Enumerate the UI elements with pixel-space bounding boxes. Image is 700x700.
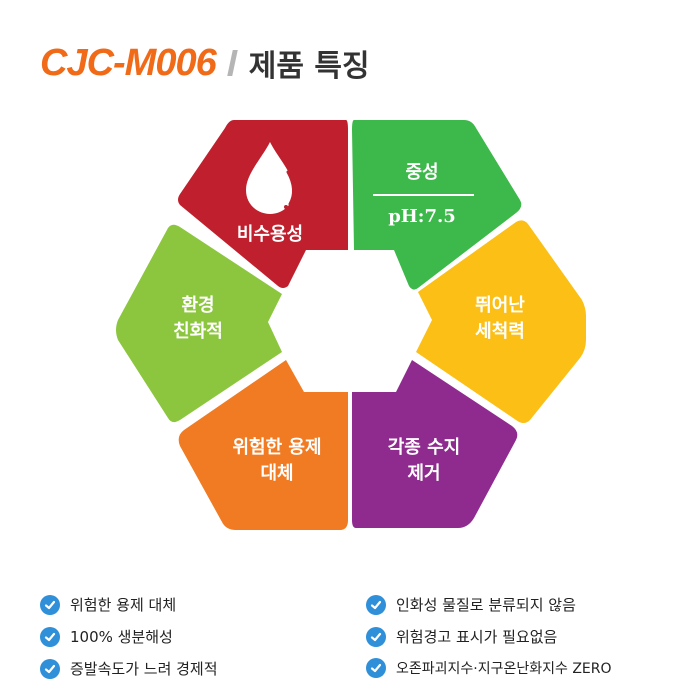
page-title: 제품 특징 <box>248 49 370 84</box>
segment-eco-friendly <box>116 224 282 423</box>
segment-cleaning-power <box>416 220 586 423</box>
segment-label-water: 비수용성 <box>237 224 303 245</box>
segment-label-eco-2: 친화적 <box>173 321 223 342</box>
segment-resin-removal <box>352 360 518 528</box>
water-drop-icon <box>246 142 295 214</box>
segment-solvent-replacement <box>178 360 348 530</box>
segment-label-solvent-2: 대체 <box>260 463 293 484</box>
segment-sublabel-ph: pH:7.5 <box>388 206 456 227</box>
segment-label-cleaning-1: 뛰어난 <box>475 295 525 316</box>
segment-label-solvent-1: 위험한 용제 <box>232 436 321 458</box>
segment-label-resin-2: 제거 <box>407 463 440 484</box>
segment-label-eco-1: 환경 <box>181 294 214 316</box>
segment-label-neutral: 중성 <box>405 162 438 183</box>
segment-label-cleaning-2: 세척력 <box>475 321 525 342</box>
product-code: CJC-M006 <box>40 41 217 84</box>
segment-label-resin-1: 각종 수지 <box>388 437 461 458</box>
header: CJC-M006 제품 특징 <box>40 38 370 88</box>
segment-neutral <box>352 120 522 290</box>
